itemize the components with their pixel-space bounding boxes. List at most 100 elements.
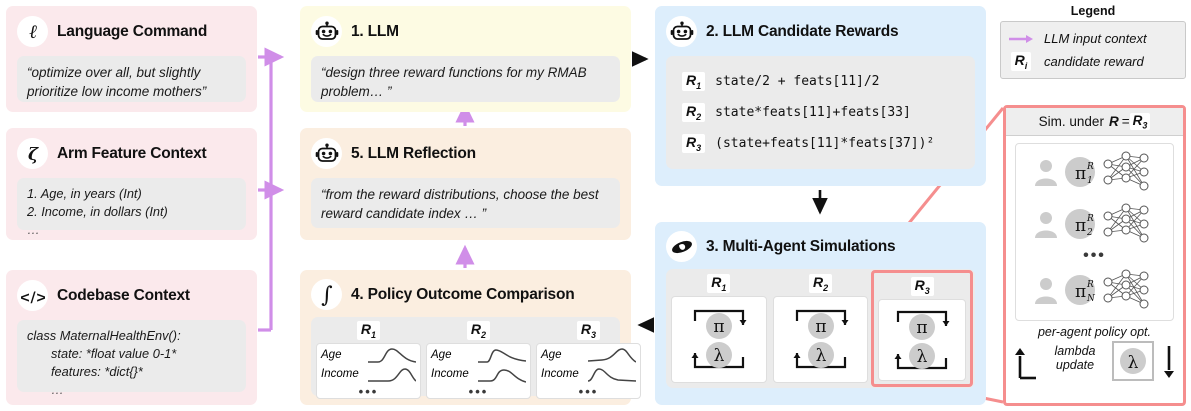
zoom-header-symbol: R	[1108, 114, 1119, 129]
svg-text:λ: λ	[1128, 353, 1139, 373]
panel-multi-agent-simulations: 3. Multi-Agent Simulations R1 π λ	[655, 222, 986, 405]
panel-title-llm-candidate-rewards: 2. LLM Candidate Rewards	[706, 22, 899, 40]
purple-arrow-icon	[1008, 34, 1034, 44]
robot-icon	[666, 16, 697, 47]
panel-llm: 1. LLM “design three reward functions fo…	[300, 6, 631, 112]
galaxy-icon	[666, 231, 697, 262]
codebase-line-2: state: *float value 0-1*	[51, 345, 177, 361]
person-icon	[1033, 157, 1059, 192]
svg-text:λ: λ	[815, 346, 826, 366]
policy-column-label-r3: R3	[576, 321, 601, 340]
zoom-header-equals: =	[1121, 114, 1130, 129]
candidate-reward-expr-r3: (state+feats[11]*feats[37])²	[715, 136, 935, 151]
panel-title-llm-reflection: 5. LLM Reflection	[351, 144, 476, 162]
svg-text:1: 1	[1087, 176, 1093, 186]
zeta-icon: ζ	[17, 138, 48, 169]
person-icon	[1033, 275, 1059, 310]
policy-more-r1: •••	[358, 383, 379, 399]
lambda-update-arrows	[1015, 346, 1174, 380]
svg-text:π: π	[917, 318, 928, 338]
codebase-line-1: class MaternalHealthEnv():	[27, 328, 181, 343]
policy-row-label-age-r1: Age	[321, 349, 342, 362]
svg-text:R: R	[1086, 214, 1094, 224]
panel-llm-reflection: 5. LLM Reflection “from the reward distr…	[300, 128, 631, 240]
panel-policy-outcome-comparison: ∫ 4. Policy Outcome Comparison R1R1 Age …	[300, 270, 641, 405]
person-icon	[1033, 209, 1059, 244]
neural-network-icon	[1101, 268, 1157, 317]
policy-column-r2: R2 Age Income •••	[426, 321, 531, 399]
sim-column-r2: R2 π λ	[772, 274, 869, 383]
candidate-reward-label-r3: R3	[682, 134, 706, 153]
legend-row-candidate-reward: Ri candidate reward	[1008, 50, 1178, 73]
lambda-node-box: λ	[1112, 341, 1154, 381]
neural-network-icon	[1101, 150, 1157, 199]
distribution-curve-age-r2	[478, 349, 526, 363]
pi-lambda-loop-r3: π λ	[894, 310, 950, 369]
zoom-callout-header: Sim. under R = R3	[1006, 108, 1183, 136]
distribution-curve-income-r2	[478, 369, 526, 383]
svg-text:π: π	[1075, 216, 1086, 236]
panel-language-command: ℓ Language Command “optimize over all, b…	[6, 6, 257, 112]
panel-arm-feature-context: ζ Arm Feature Context 1. Age, in years (…	[6, 128, 257, 240]
panel-title-codebase-context: Codebase Context	[57, 286, 190, 304]
legend-row-llm-input-context: LLM input context	[1008, 27, 1178, 50]
legend-title: Legend	[1070, 4, 1116, 18]
policy-column-label-r2: R2	[466, 321, 491, 340]
svg-text:λ: λ	[713, 346, 724, 366]
candidate-reward-label-r2: R2	[682, 103, 706, 122]
robot-icon	[311, 16, 342, 47]
candidate-reward-label-r1: R1	[682, 72, 706, 91]
candidate-reward-expr-r2: state*feats[11]+feats[33]	[715, 105, 911, 120]
svg-text:λ: λ	[917, 347, 928, 367]
policy-more-r3: •••	[578, 383, 599, 399]
policy-row-label-income-r2: Income	[431, 368, 469, 381]
policy-column-label-r1: R1R1	[356, 321, 381, 340]
svg-text:ζ: ζ	[27, 145, 38, 165]
neural-network-icon	[1101, 202, 1157, 251]
candidate-reward-expr-r1: state/2 + feats[11]/2	[715, 74, 880, 89]
policy-column-r3: R3 Age Income •••	[536, 321, 641, 399]
svg-text:π: π	[1075, 164, 1086, 184]
svg-text:</>: </>	[21, 290, 45, 306]
lambda-update-label-1: lambda	[1054, 344, 1096, 358]
policy-row-label-income-r3: Income	[541, 368, 579, 381]
distribution-curve-income-r3	[588, 368, 636, 382]
sim-column-label-r3: R3	[910, 277, 934, 296]
zoom-header-prefix: Sim. under	[1038, 114, 1104, 129]
svg-text:π: π	[815, 317, 826, 337]
legend-label-candidate-reward: candidate reward	[1044, 54, 1144, 69]
candidate-reward-row: R2 state*feats[11]+feats[33]	[674, 97, 967, 128]
policy-row-label-age-r2: Age	[431, 349, 452, 362]
r-subscript-i-chip: Ri	[1010, 52, 1032, 71]
lambda-update-row: lambda update λ	[1006, 340, 1183, 384]
sim-column-label-r2: R2	[808, 274, 833, 293]
panel-title-llm: 1. LLM	[351, 22, 399, 40]
distribution-curve-income-r1	[368, 368, 416, 382]
panel-title-multi-agent-simulations: 3. Multi-Agent Simulations	[706, 237, 896, 255]
arm-feature-line-2: 2. Income, in dollars (Int)	[27, 204, 168, 220]
policy-more-r2: •••	[468, 383, 489, 399]
svg-text:π: π	[713, 317, 724, 337]
codebase-line-3: features: *dict{}*	[51, 363, 143, 379]
policy-row-label-income-r1: Income	[321, 368, 359, 381]
svg-text:N: N	[1086, 294, 1096, 304]
distribution-curve-age-r3	[588, 348, 636, 363]
integral-icon: ∫	[311, 279, 342, 310]
svg-text:R: R	[1086, 162, 1094, 172]
arm-feature-line-1: 1. Age, in years (Int)	[27, 186, 142, 201]
sim-column-r3-highlighted: R3 π λ	[871, 270, 974, 387]
pi-lambda-loop-r1: π λ	[691, 310, 747, 369]
zoom-caption: per-agent policy opt.	[1037, 325, 1152, 339]
script-ell-icon: ℓ	[17, 16, 48, 47]
svg-text:π: π	[1075, 282, 1086, 302]
sim-column-r1: R1 π λ	[671, 274, 767, 383]
panel-title-arm-feature-context: Arm Feature Context	[57, 144, 207, 162]
robot-icon	[311, 138, 342, 169]
panel-codebase-context: </> Codebase Context class MaternalHealt…	[6, 270, 257, 405]
svg-text:ℓ: ℓ	[29, 21, 37, 43]
